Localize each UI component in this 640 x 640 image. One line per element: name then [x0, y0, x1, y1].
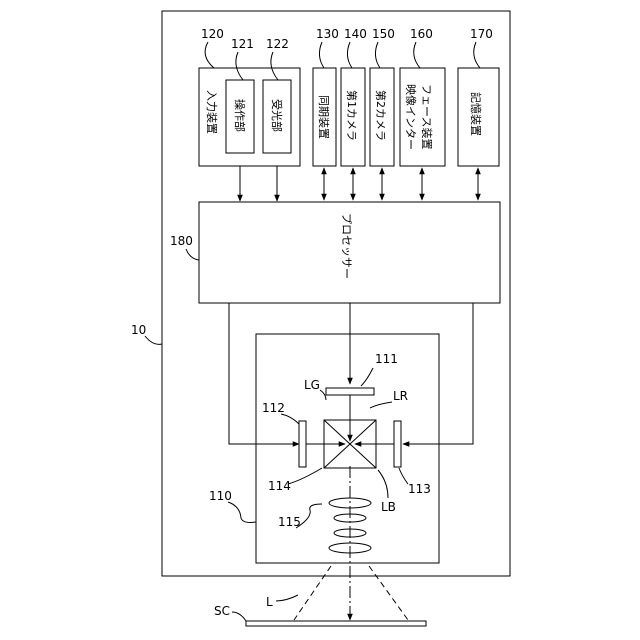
label-light-receiving: 122: [266, 37, 289, 51]
leader-lg: [320, 390, 326, 400]
label-input-device: 120: [201, 27, 224, 41]
leader-lr: [370, 402, 392, 408]
label-lb: LB: [381, 500, 396, 514]
leader-video-interface: [414, 42, 420, 68]
line-processor-to-g-panel: [229, 303, 299, 444]
label-panel-b: 113: [408, 482, 431, 496]
label-screen: SC: [214, 604, 230, 618]
label-operation-unit: 121: [231, 37, 254, 51]
light-receiving-text: 受光部: [270, 99, 284, 132]
storage-text: 記憶装置: [469, 92, 483, 136]
label-video-interface: 160: [410, 27, 433, 41]
light-cone-left: [294, 566, 331, 620]
leader-camera2: [375, 42, 380, 68]
label-processor: 180: [170, 234, 193, 248]
label-prism: 114: [268, 479, 291, 493]
label-camera1: 140: [344, 27, 367, 41]
light-cone-right: [369, 566, 408, 620]
panel-r: [326, 388, 374, 395]
label-panel-r: 111: [375, 352, 398, 366]
leader-processor: [186, 249, 199, 260]
label-optical-unit: 110: [209, 489, 232, 503]
label-device: 10: [131, 323, 146, 337]
video-interface-text-1: 映像インター: [404, 84, 417, 150]
leader-device: [145, 336, 162, 344]
camera1-text: 第1カメラ: [345, 90, 359, 141]
leader-screen: [232, 612, 246, 621]
sync-device-text: 同期装置: [317, 95, 330, 139]
line-processor-to-b-panel: [403, 303, 473, 444]
screen: [246, 621, 426, 626]
label-lr: LR: [393, 389, 408, 403]
camera2-text: 第2カメラ: [374, 90, 388, 141]
label-storage: 170: [470, 27, 493, 41]
panel-b: [394, 421, 401, 467]
processor-text: プロセッサー: [340, 213, 353, 279]
leader-optical-unit: [228, 502, 256, 523]
leader-sync-device: [319, 42, 324, 68]
label-camera2: 150: [372, 27, 395, 41]
input-device-text: 入力装置: [205, 90, 218, 134]
leader-lb: [378, 470, 388, 498]
leader-panel-b: [399, 468, 408, 484]
leader-input-device: [205, 42, 214, 68]
label-light: L: [266, 595, 273, 609]
operation-unit-text: 操作部: [233, 99, 247, 132]
label-panel-g: 112: [262, 401, 285, 415]
leader-camera1: [347, 42, 352, 68]
leader-light-receiving: [271, 52, 278, 80]
leader-operation-unit: [236, 52, 243, 80]
panel-g: [299, 421, 306, 467]
leader-storage: [474, 42, 480, 68]
leader-prism: [288, 468, 322, 484]
leader-panel-g: [281, 414, 299, 424]
leader-panel-r: [361, 368, 373, 386]
leader-light: [276, 595, 298, 601]
label-lg: LG: [304, 378, 320, 392]
label-sync-device: 130: [316, 27, 339, 41]
video-interface-text-2: フェース装置: [420, 84, 433, 149]
